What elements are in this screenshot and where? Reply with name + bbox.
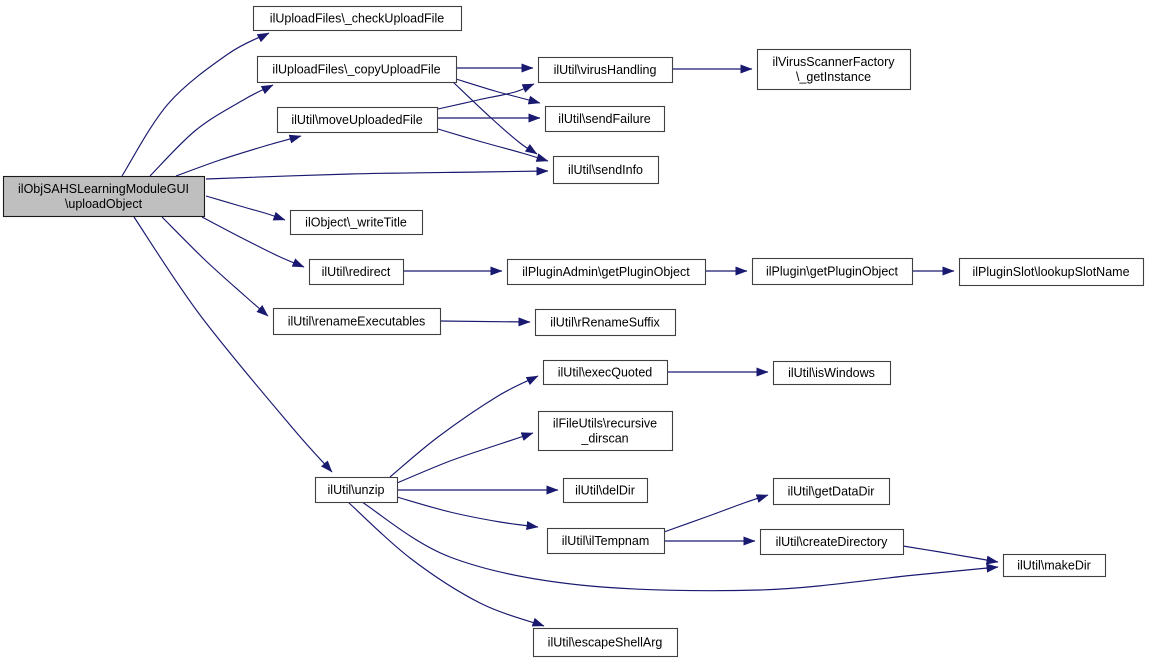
node-virus-handling-box xyxy=(537,56,674,84)
node-make-dir-label: ilUtil\makeDir xyxy=(1017,559,1091,573)
node-redirect-label: ilUtil\redirect xyxy=(322,265,391,279)
node-escape-shell-arg-label: ilUtil\escapeShellArg xyxy=(548,636,663,650)
node-r-rename-suffix-label: ilUtil\rRenameSuffix xyxy=(550,316,660,330)
node-check-upload-file-label: ilUploadFiles\_checkUploadFile xyxy=(270,12,444,26)
node-get-data-dir[interactable]: ilUtil\getDataDir xyxy=(772,477,891,506)
edge-upload-object-to-unzip xyxy=(133,216,333,473)
edge-move-uploaded-file-to-virus-handling xyxy=(437,83,535,110)
edge-unzip-to-recursive-dirscan xyxy=(396,432,534,484)
node-check-upload-file[interactable]: ilUploadFiles\_checkUploadFile xyxy=(252,5,463,32)
node-make-dir[interactable]: ilUtil\makeDir xyxy=(1002,553,1107,578)
edge-copy-upload-file-to-send-info xyxy=(452,81,538,155)
edge-upload-object-to-copy-upload-file xyxy=(149,84,274,177)
node-copy-upload-file[interactable]: ilUploadFiles\_copyUploadFile xyxy=(256,55,458,84)
node-il-tempnam-box xyxy=(546,527,666,555)
node-copy-upload-file-box xyxy=(256,55,458,84)
node-r-rename-suffix[interactable]: ilUtil\rRenameSuffix xyxy=(534,308,677,337)
edge-create-directory-to-make-dir xyxy=(902,545,999,565)
node-escape-shell-arg[interactable]: ilUtil\escapeShellArg xyxy=(532,627,679,658)
node-exec-quoted-label: ilUtil\execQuoted xyxy=(558,366,653,380)
node-lookup-slot-name[interactable]: ilPluginSlot\lookupSlotName xyxy=(958,257,1145,287)
node-virus-scanner-factory-get-instance-box xyxy=(756,48,912,91)
edge-upload-object-to-check-upload-file xyxy=(121,32,270,177)
edge-copy-upload-file-to-send-failure xyxy=(455,78,541,105)
node-virus-handling[interactable]: ilUtil\virusHandling xyxy=(537,56,674,84)
node-create-directory[interactable]: ilUtil\createDirectory xyxy=(759,528,905,556)
edge-upload-object-to-move-uploaded-file xyxy=(175,134,302,177)
edge-unzip-to-make-dir xyxy=(361,501,999,592)
node-rename-executables-box xyxy=(272,307,442,336)
edge-upload-object-to-send-info xyxy=(205,166,549,180)
node-virus-scanner-factory-get-instance[interactable]: ilVirusScannerFactory\_getInstance xyxy=(756,48,912,91)
node-del-dir-label: ilUtil\delDir xyxy=(575,484,635,498)
node-create-directory-label: ilUtil\createDirectory xyxy=(776,535,889,549)
node-r-rename-suffix-box xyxy=(534,308,677,337)
node-move-uploaded-file-label: ilUtil\moveUploadedFile xyxy=(291,113,422,127)
node-il-tempnam-label: ilUtil\ilTempnam xyxy=(562,534,650,548)
node-virus-handling-label: ilUtil\virusHandling xyxy=(554,63,657,77)
node-get-data-dir-label: ilUtil\getDataDir xyxy=(788,485,875,499)
node-make-dir-box xyxy=(1002,553,1107,578)
node-unzip-box xyxy=(314,476,399,504)
node-exec-quoted-box xyxy=(542,359,669,386)
node-rename-executables-label: ilUtil\renameExecutables xyxy=(288,315,426,329)
node-del-dir-box xyxy=(562,477,649,504)
node-create-directory-box xyxy=(759,528,905,556)
node-upload-object: ilObjSAHSLearningModuleGUI\uploadObject xyxy=(2,175,206,218)
node-plugin-admin-get-plugin-object-box xyxy=(506,258,707,286)
node-upload-object-box xyxy=(2,175,206,218)
node-redirect[interactable]: ilUtil\redirect xyxy=(308,258,405,286)
edge-move-uploaded-file-to-send-info xyxy=(437,128,549,162)
node-move-uploaded-file-box xyxy=(276,106,439,134)
edge-upload-object-to-redirect xyxy=(201,216,305,268)
node-write-title[interactable]: ilObject\_writeTitle xyxy=(289,209,424,236)
node-virus-scanner-factory-get-instance-label: ilVirusScannerFactory\_getInstance xyxy=(772,55,895,84)
edge-unzip-to-exec-quoted xyxy=(389,375,539,478)
node-upload-object-label: ilObjSAHSLearningModuleGUI\uploadObject xyxy=(18,182,189,211)
node-recursive-dirscan-box xyxy=(537,410,674,452)
node-unzip-label: ilUtil\unzip xyxy=(328,483,385,497)
edge-upload-object-to-write-title xyxy=(205,195,286,221)
node-is-windows-box xyxy=(772,360,892,386)
node-move-uploaded-file[interactable]: ilUtil\moveUploadedFile xyxy=(276,106,439,134)
node-plugin-get-plugin-object-label: ilPlugin\getPluginObject xyxy=(766,265,899,279)
node-redirect-box xyxy=(308,258,405,286)
node-plugin-get-plugin-object-box xyxy=(751,257,914,286)
node-send-info-box xyxy=(552,155,660,185)
node-il-tempnam[interactable]: ilUtil\ilTempnam xyxy=(546,527,666,555)
node-rename-executables[interactable]: ilUtil\renameExecutables xyxy=(272,307,442,336)
edge-unzip-to-il-tempnam xyxy=(396,496,539,530)
node-plugin-get-plugin-object[interactable]: ilPlugin\getPluginObject xyxy=(751,257,914,286)
node-send-info-label: ilUtil\sendInfo xyxy=(568,163,643,177)
node-send-info[interactable]: ilUtil\sendInfo xyxy=(552,155,660,185)
node-is-windows[interactable]: ilUtil\isWindows xyxy=(772,360,892,386)
node-write-title-box xyxy=(289,209,424,236)
node-copy-upload-file-label: ilUploadFiles\_copyUploadFile xyxy=(272,63,440,77)
node-plugin-admin-get-plugin-object-label: ilPluginAdmin\getPluginObject xyxy=(522,265,690,279)
node-send-failure[interactable]: ilUtil\sendFailure xyxy=(544,105,666,133)
node-del-dir[interactable]: ilUtil\delDir xyxy=(562,477,649,504)
node-escape-shell-arg-box xyxy=(532,627,679,658)
edge-rename-executables-to-r-rename-suffix xyxy=(439,317,531,327)
node-send-failure-box xyxy=(544,105,666,133)
node-unzip[interactable]: ilUtil\unzip xyxy=(314,476,399,504)
node-lookup-slot-name-box xyxy=(958,257,1145,287)
edge-upload-object-to-rename-executables xyxy=(161,216,269,317)
node-plugin-admin-get-plugin-object[interactable]: ilPluginAdmin\getPluginObject xyxy=(506,258,707,286)
node-recursive-dirscan[interactable]: ilFileUtils\recursive_dirscan xyxy=(537,410,674,452)
node-is-windows-label: ilUtil\isWindows xyxy=(788,366,875,380)
node-exec-quoted[interactable]: ilUtil\execQuoted xyxy=(542,359,669,386)
node-recursive-dirscan-label: ilFileUtils\recursive_dirscan xyxy=(553,417,657,446)
node-check-upload-file-box xyxy=(252,5,463,32)
edge-il-tempnam-to-get-data-dir xyxy=(663,494,769,533)
node-send-failure-label: ilUtil\sendFailure xyxy=(558,112,650,126)
node-write-title-label: ilObject\_writeTitle xyxy=(305,216,407,230)
edge-unzip-to-escape-shell-arg xyxy=(347,501,545,627)
node-get-data-dir-box xyxy=(772,477,891,506)
node-lookup-slot-name-label: ilPluginSlot\lookupSlotName xyxy=(972,265,1129,279)
